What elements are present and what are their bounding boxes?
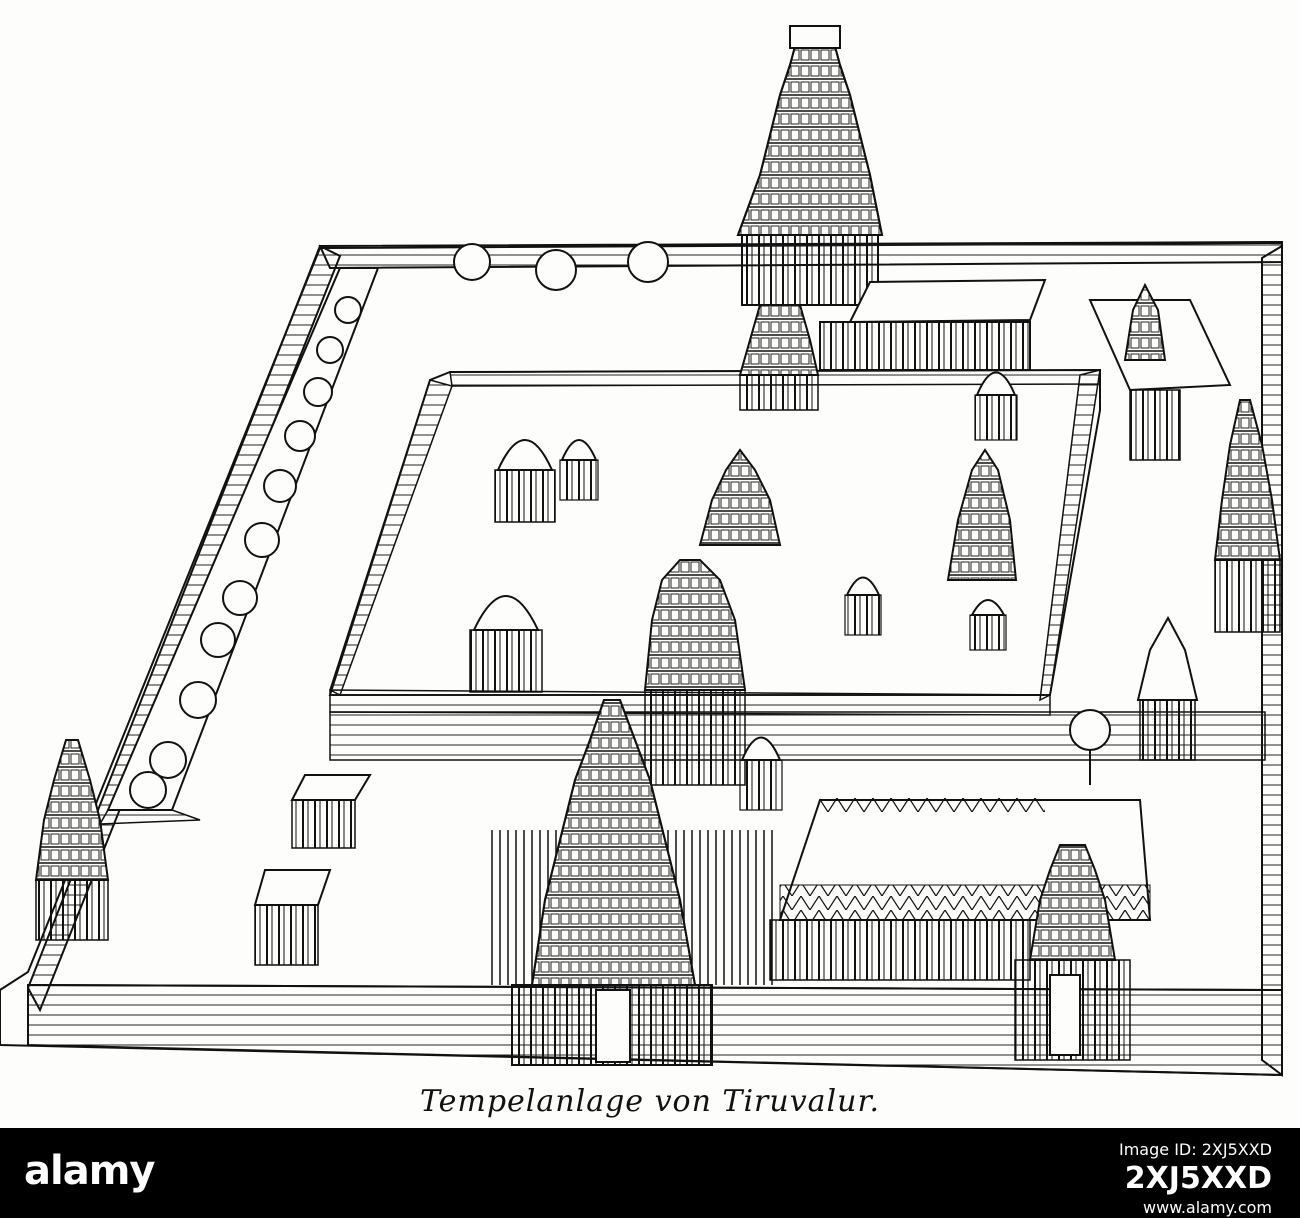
back-pillared-hall [819,278,1047,371]
front-right-gopuram [1014,844,1131,1061]
stock-url[interactable]: www.alamy.com [1143,1197,1272,1217]
temple-engraving [0,25,1283,1077]
watermark-band [0,1128,1300,1218]
tree-row [129,296,362,809]
northeast-shrine [1088,282,1232,461]
tree-garden-strip [98,267,380,825]
front-main-gopuram [511,699,713,1066]
inner-shrines [469,371,1018,693]
alamy-logo[interactable]: alamy [24,1148,155,1194]
engraving-caption: Tempelanlage von Tiruvalur. [419,1084,881,1119]
second-gopuram [738,304,820,411]
west-wall-gopuram [34,739,110,941]
main-gopuram-back [736,25,884,306]
east-wall-gopuram [1213,399,1282,633]
outer-court-wall [329,711,1266,761]
image-id-label: Image ID: 2XJ5XXD [1119,1140,1272,1159]
court-pavilions [253,615,1199,966]
back-trees [453,241,1111,785]
inner-gopurams [643,448,1018,786]
image-id: 2XJ5XXD [1124,1161,1272,1196]
image-meta: Image ID: 2XJ5XXD 2XJ5XXD www.alamy.com [1119,1140,1272,1218]
